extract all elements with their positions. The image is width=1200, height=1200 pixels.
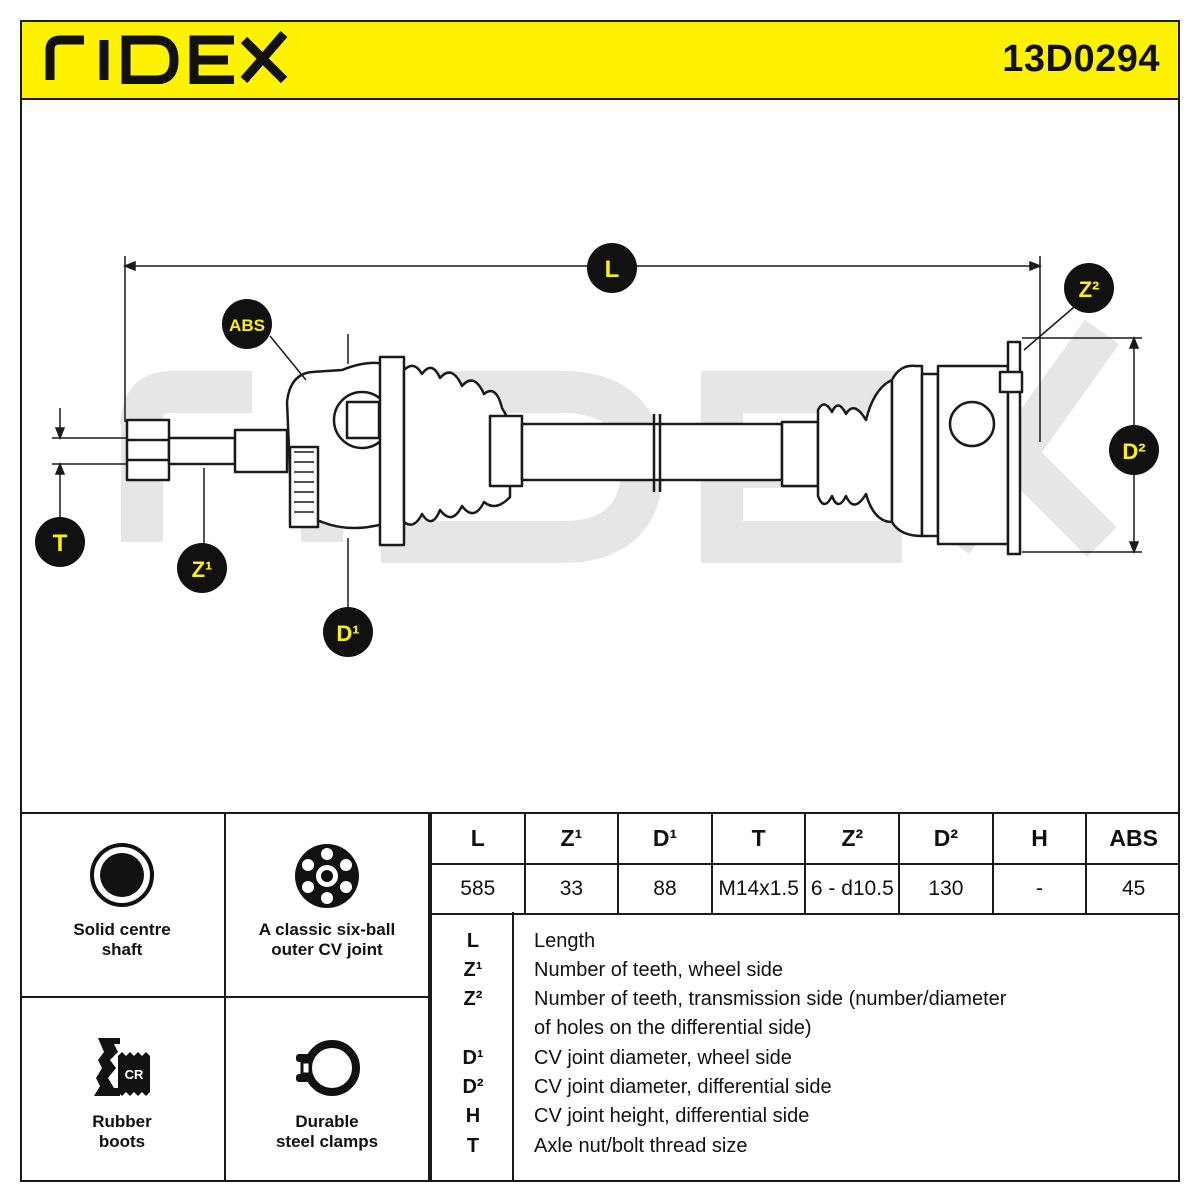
feature-label: A classic six-ball outer CV joint: [258, 920, 396, 959]
legend-symbol: D¹: [462, 1047, 484, 1069]
spec-header-cell: D²: [898, 814, 994, 865]
legend-description: CV joint diameter, wheel side: [534, 1047, 792, 1069]
spec-header-cell: L: [430, 814, 526, 865]
svg-text:Z¹: Z¹: [192, 557, 213, 582]
callout-t: T: [35, 517, 85, 567]
svg-text:D²: D²: [1122, 439, 1145, 464]
legend-row: D² CV joint diameter, differential side: [432, 1073, 1180, 1102]
spec-header-cell: H: [991, 814, 1088, 865]
feature-label: Solid centre shaft: [73, 920, 171, 959]
feature-label: Rubber boots: [92, 1112, 152, 1151]
svg-text:CR: CR: [125, 1067, 144, 1082]
callout-l: L: [587, 243, 637, 293]
callout-d2: D²: [1109, 425, 1159, 475]
feature-solid-shaft: Solid centre shaft: [20, 814, 226, 998]
legend-description: of holes on the differential side): [534, 1017, 812, 1039]
legend-row: Z² Number of teeth, transmission side (n…: [432, 985, 1180, 1014]
part-number: 13D0294: [1002, 38, 1160, 80]
spec-header-cell: Z¹: [523, 814, 620, 865]
legend-symbol: T: [466, 1135, 480, 1157]
svg-text:L: L: [605, 256, 620, 283]
legend-description: Length: [534, 930, 596, 952]
spec-value-cell: -: [991, 863, 1088, 915]
spec-header-cell: ABS: [1085, 814, 1180, 865]
legend-description: Axle nut/bolt thread size: [534, 1135, 748, 1157]
legend-symbol: Z²: [463, 988, 483, 1010]
spec-header-cell: D¹: [617, 814, 713, 865]
spec-value-cell: 45: [1085, 863, 1180, 915]
spec-value-cell: 88: [617, 863, 713, 915]
legend-symbol: H: [465, 1105, 481, 1127]
brand-logo: [45, 31, 288, 84]
legend-symbol: D²: [462, 1076, 484, 1098]
spec-value-cell: 33: [523, 863, 620, 915]
d2-dimension: [1022, 335, 1142, 555]
spec-header-cell: T: [710, 814, 807, 865]
feature-rubber-boots: CR Rubber boots: [20, 998, 226, 1182]
legend-symbol-column: [432, 912, 514, 1180]
legend-symbol: Z¹: [463, 959, 483, 981]
legend: L Length Z¹ Number of teeth, wheel side …: [430, 912, 1180, 1182]
spec-header-cell: Z²: [804, 814, 901, 865]
svg-text:D¹: D¹: [336, 621, 359, 646]
legend-row: T Axle nut/bolt thread size: [432, 1132, 1180, 1161]
feature-six-ball-joint: A classic six-ball outer CV joint: [226, 814, 430, 998]
callout-z1: Z¹: [177, 543, 227, 593]
steel-clamp-icon: [296, 1040, 360, 1096]
legend-description: CV joint diameter, differential side: [534, 1076, 832, 1098]
legend-symbol: L: [466, 930, 480, 952]
drive-shaft-drawing: L ABS Z² D² T Z¹ D¹: [35, 243, 1159, 657]
feature-steel-clamps: Durable steel clamps: [226, 998, 430, 1182]
svg-text:T: T: [53, 530, 68, 557]
svg-text:ABS: ABS: [229, 316, 265, 335]
spec-value-row: 585 33 88 M14x1.5 6 - d10.5 130 - 45: [430, 863, 1180, 915]
length-dimension: [122, 256, 1043, 442]
legend-row: L Length: [432, 927, 1180, 956]
spec-value-cell: 6 - d10.5: [804, 863, 901, 915]
legend-description: Number of teeth, wheel side: [534, 959, 784, 981]
spec-value-cell: 130: [898, 863, 994, 915]
six-ball-joint-icon: [295, 844, 359, 908]
legend-description: Number of teeth, transmission side (numb…: [534, 988, 1007, 1010]
rubber-boot-icon: CR: [94, 1038, 150, 1096]
leader-lines: [203, 301, 1081, 610]
legend-row: Z¹ Number of teeth, wheel side: [432, 956, 1180, 985]
svg-text:Z²: Z²: [1079, 277, 1100, 302]
bottom-section: [20, 812, 1180, 1182]
legend-row: of holes on the differential side): [432, 1014, 1180, 1043]
callout-d1: D¹: [323, 607, 373, 657]
callout-abs: ABS: [222, 299, 272, 349]
legend-row: H CV joint height, differential side: [432, 1102, 1180, 1131]
spec-table: L Z¹ D¹ T Z² D² H ABS 585 33 88 M14x1.5 …: [430, 814, 1180, 915]
feature-label: Durable steel clamps: [275, 1112, 379, 1151]
spec-header-row: L Z¹ D¹ T Z² D² H ABS: [430, 814, 1180, 865]
callout-z2: Z²: [1064, 263, 1114, 313]
legend-row: D¹ CV joint diameter, wheel side: [432, 1044, 1180, 1073]
solid-shaft-icon: [90, 843, 154, 907]
spec-value-cell: 585: [430, 863, 526, 915]
legend-description: CV joint height, differential side: [534, 1105, 810, 1127]
shaft-body: [125, 340, 1024, 556]
spec-value-cell: M14x1.5: [710, 863, 807, 915]
